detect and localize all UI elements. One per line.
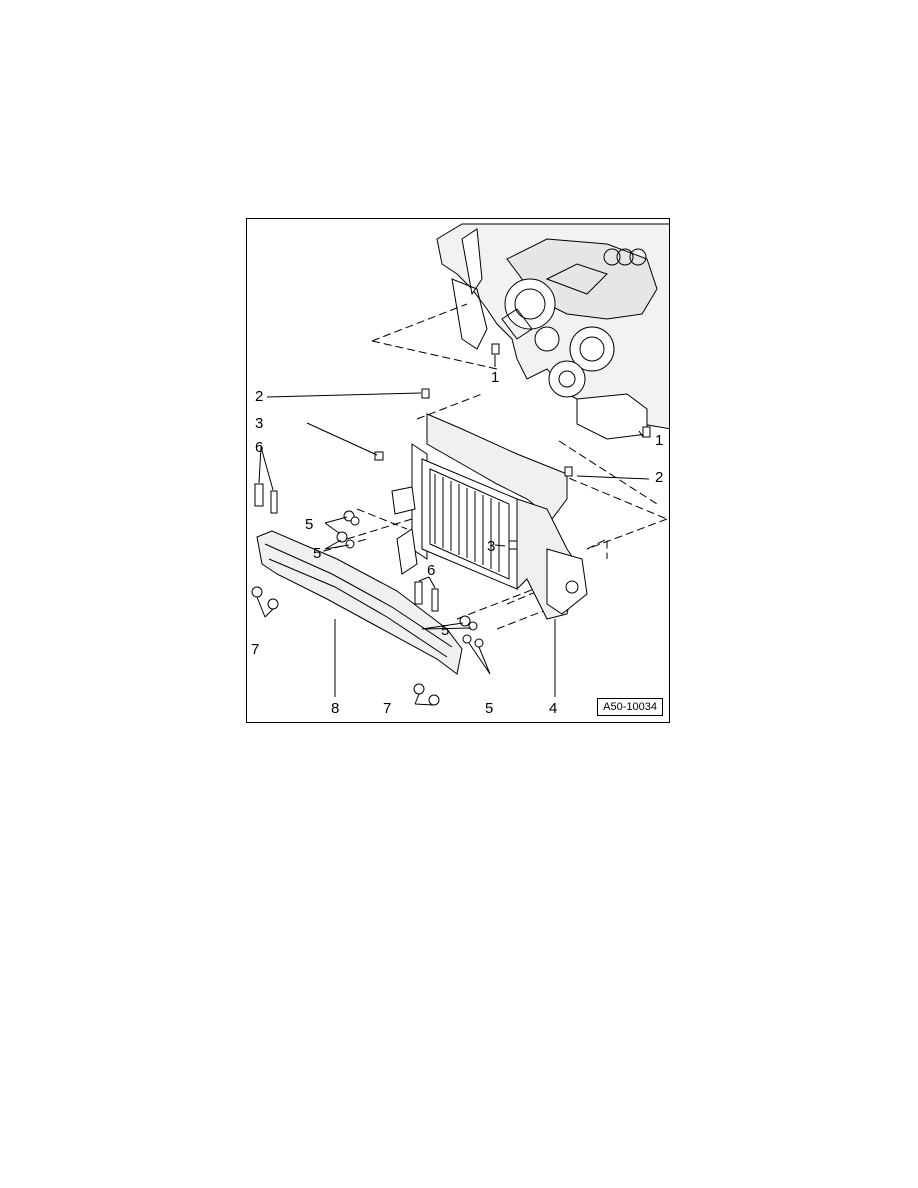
callout-8: 8 [331,700,340,717]
bolt-1b [642,426,651,438]
exploded-drawing [251,223,669,706]
screw-5g [462,634,472,644]
callout-6-left: 6 [255,439,264,456]
nut-7c [413,683,425,695]
callout-1-top: 1 [491,369,500,386]
nut-7b [267,598,279,610]
callout-3-center: 3 [487,538,496,555]
figure-code: A50-10034 [597,698,663,716]
screw-5e [459,615,471,627]
engine-block-illustration [436,223,669,440]
fasteners [251,343,651,706]
screw-5c [336,531,348,543]
bumper-bar-illustration [256,530,463,675]
callout-7-bottom: 7 [383,700,392,717]
screw-5h [474,638,484,648]
bolt-2a [421,388,430,399]
lock-carrier-illustration [391,413,588,620]
exploded-view-figure: 1 1 2 2 3 3 4 5 5 5 5 6 6 7 7 8 A50-1003… [246,218,670,723]
callout-1-right: 1 [655,432,664,449]
bolt-6c [414,581,423,605]
callout-4: 4 [549,700,558,717]
callout-7-left: 7 [251,641,260,658]
bolt-6d [431,588,439,612]
callout-5-lower-left: 5 [313,545,322,562]
callout-3-left: 3 [255,415,264,432]
callout-2-left: 2 [255,388,264,405]
bolt-1a [491,343,500,355]
callout-6-center: 6 [427,562,436,579]
callout-5-center: 5 [441,622,450,639]
leader-lines [256,355,650,706]
screw-5f [468,621,478,631]
nut-7a [251,586,263,598]
screw-5d [345,539,355,549]
bolt-6a [254,483,264,507]
bolt-2b [564,466,573,477]
bolt-3b [508,540,518,550]
bolt-6b [270,490,278,514]
callout-2-right: 2 [655,469,664,486]
nut-7d [428,694,440,706]
callout-5-bottom: 5 [485,700,494,717]
callout-5-upper-left: 5 [305,516,314,533]
bolt-3a [374,451,384,461]
screw-5b [350,516,360,526]
